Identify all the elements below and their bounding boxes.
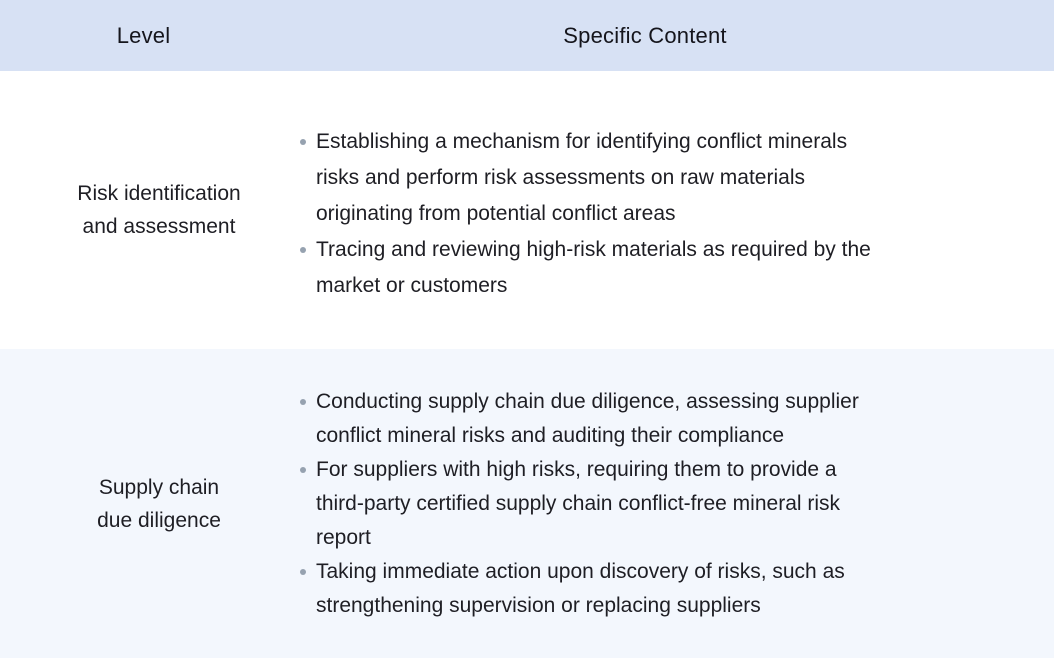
table-row-supply-chain: Supply chain due diligence Conducting su… [0, 349, 1054, 658]
bullet-list: Establishing a mechanism for identifying… [300, 124, 1024, 304]
bullet-text: Conducting supply chain due diligence, a… [316, 389, 859, 447]
content-cell-supply-chain: Conducting supply chain due diligence, a… [287, 349, 1054, 658]
bullet-dot-icon [300, 139, 306, 145]
list-item: Tracing and reviewing high-risk material… [300, 232, 1024, 304]
level-cell-supply-chain: Supply chain due diligence [97, 475, 221, 532]
list-item: Establishing a mechanism for identifying… [300, 124, 1024, 232]
bullet-dot-icon [300, 398, 306, 405]
level-cell-risk-identification: Risk identification and assessment [77, 182, 241, 238]
list-item: Taking immediate action upon discovery o… [300, 555, 1024, 623]
bullet-list: Conducting supply chain due diligence, a… [300, 385, 1024, 623]
bullet-dot-icon [300, 247, 306, 253]
header-level-label: Level [116, 22, 171, 48]
bullet-text: Taking immediate action upon discovery o… [316, 559, 845, 617]
header-specific-content-label: Specific Content [563, 22, 727, 48]
content-cell-risk-identification: Establishing a mechanism for identifying… [287, 71, 1054, 349]
list-item: For suppliers with high risks, requiring… [300, 453, 1024, 555]
bullet-text: Establishing a mechanism for identifying… [316, 130, 848, 225]
list-item: Conducting supply chain due diligence, a… [300, 385, 1024, 453]
bullet-text: For suppliers with high risks, requiring… [316, 457, 841, 549]
bullet-dot-icon [300, 466, 306, 473]
header-cell-specific-content: Specific Content [287, 0, 1054, 71]
bullet-dot-icon [300, 568, 306, 575]
table-row-risk-identification: Risk identification and assessment Estab… [0, 71, 1054, 349]
bullet-text: Tracing and reviewing high-risk material… [316, 238, 871, 297]
table-header-row: Level Specific Content [0, 0, 1054, 71]
header-cell-level: Level [0, 0, 287, 71]
